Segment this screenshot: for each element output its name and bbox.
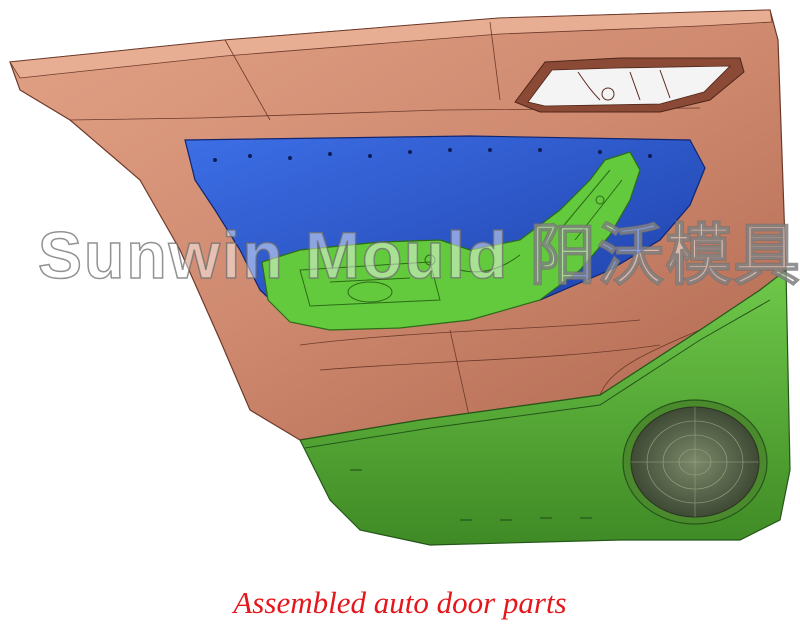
image-caption: Assembled auto door parts [233, 585, 567, 620]
window-fastener-dots [213, 148, 652, 162]
door-top-edge [9, 9, 773, 79]
door-handle-opening [527, 65, 731, 107]
door-panel-render [9, 9, 791, 546]
lower-panel-upper-trim [304, 299, 771, 449]
armrest-bracket [261, 151, 641, 331]
door-handle-details [577, 69, 671, 101]
watermark-text: Sunwin Mould 阳沃模具 [37, 218, 800, 292]
speaker-grille [622, 399, 768, 525]
armrest-details [299, 169, 623, 307]
lower-panel-slots [350, 469, 592, 521]
